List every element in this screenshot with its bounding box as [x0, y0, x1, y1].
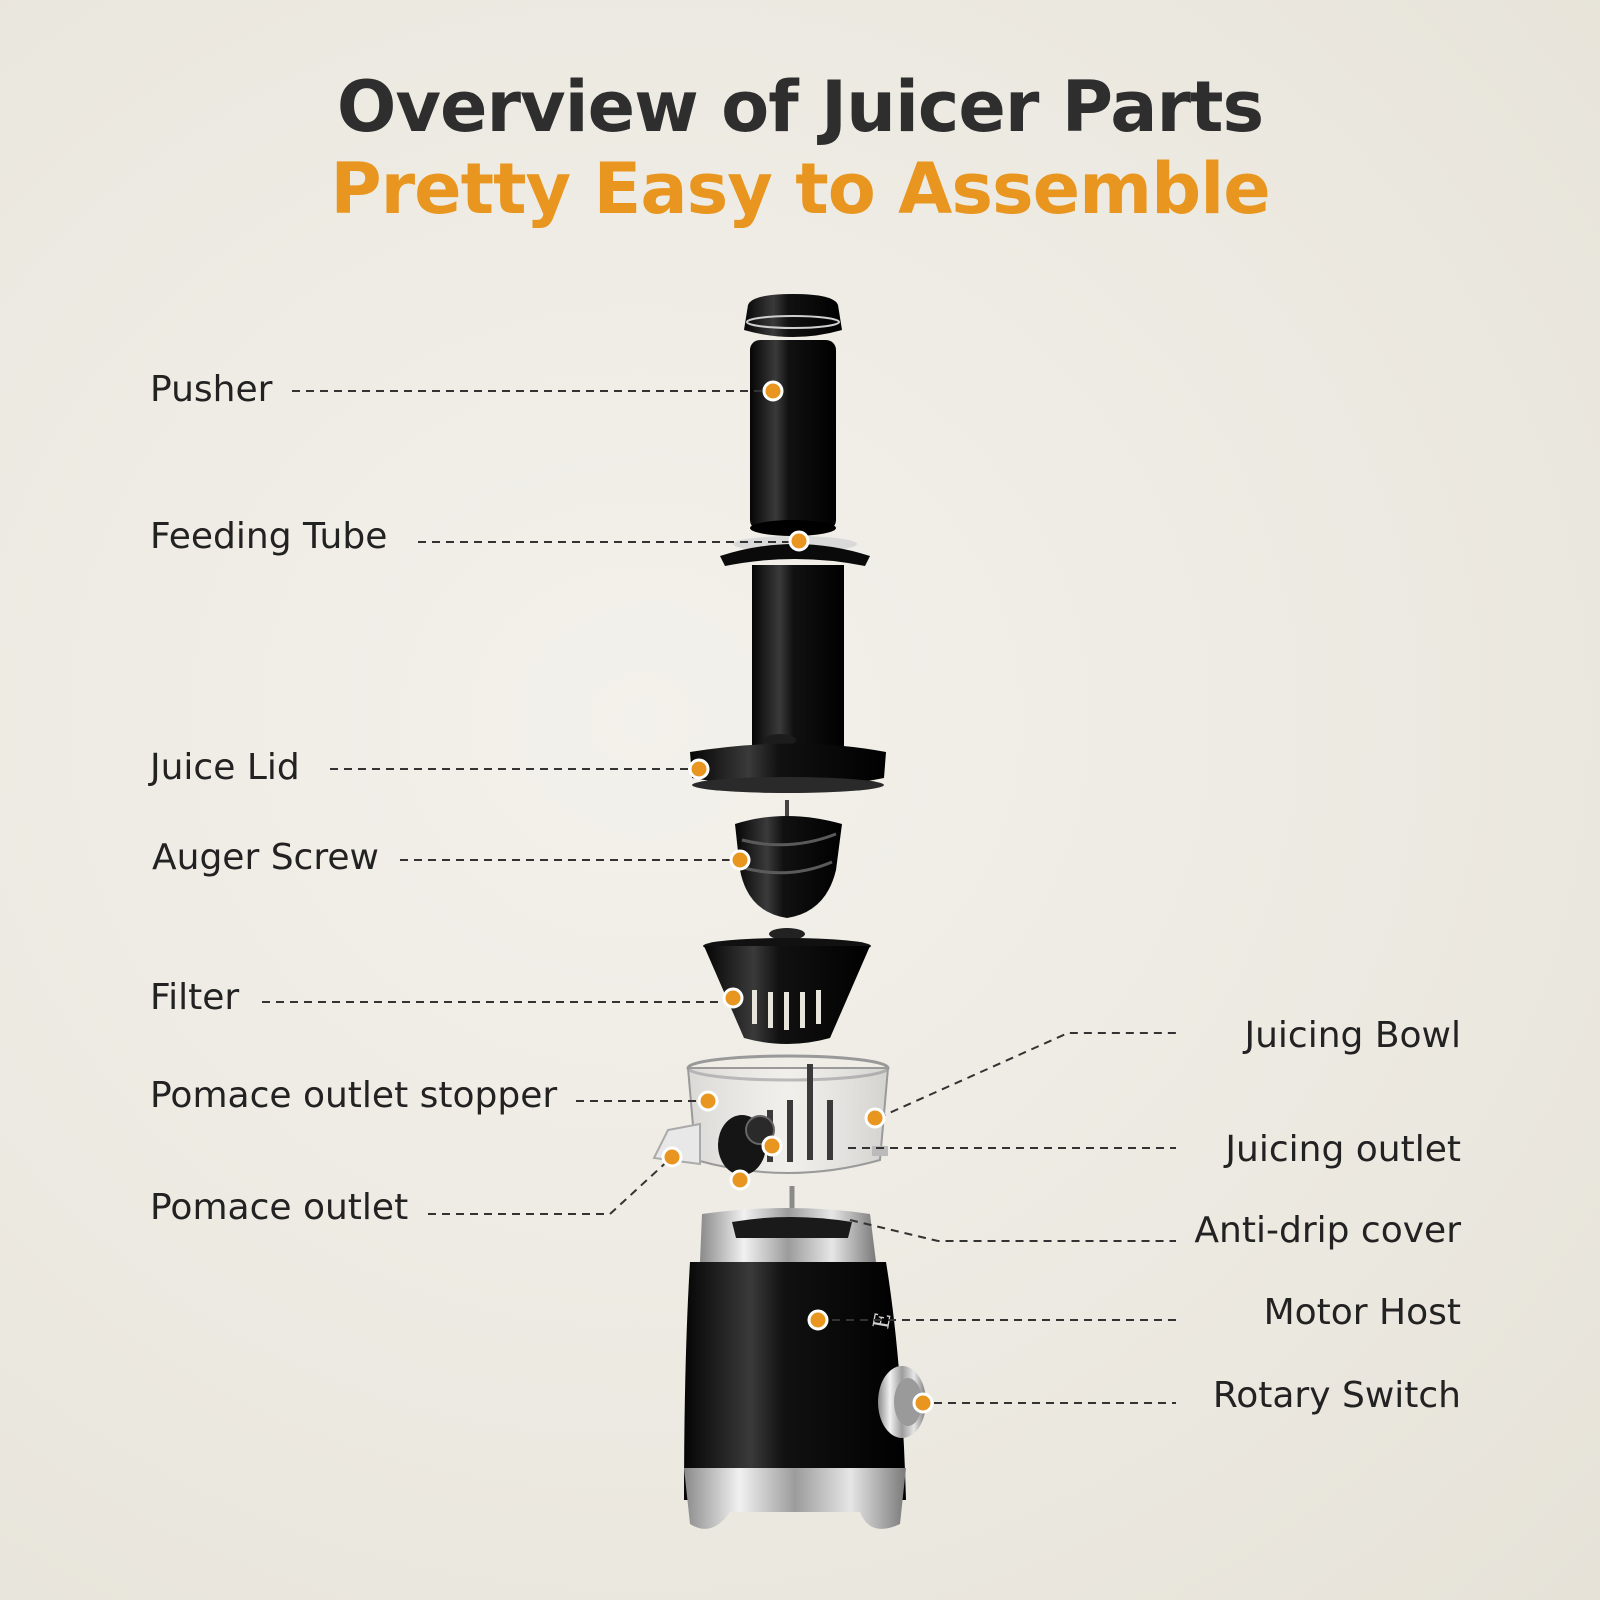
page-title: Overview of Juicer Parts [336, 66, 1264, 148]
brand-logo: E [869, 1311, 896, 1331]
rotary-switch-part [878, 1366, 926, 1438]
leader-lines [262, 390, 1176, 1404]
marker-auger-screw [729, 849, 751, 871]
motor-host-part: E [684, 1186, 906, 1529]
marker-motor-host [807, 1309, 829, 1331]
feeding-tube-part [720, 536, 870, 750]
label-rotary-switch: Rotary Switch [1212, 1375, 1461, 1416]
label-feeding-tube: Feeding Tube [150, 516, 388, 557]
label-pomace-outlet-stopper: Pomace outlet stopper [150, 1075, 558, 1116]
label-filter: Filter [150, 977, 240, 1018]
juicing-bowl-part [652, 1054, 890, 1175]
marker-pomace-cap [729, 1169, 751, 1191]
label-anti-drip-cover: Anti-drip cover [1194, 1210, 1461, 1251]
marker-juice-lid [688, 758, 710, 780]
label-juicing-bowl: Juicing Bowl [1244, 1015, 1461, 1056]
marker-feeding-tube [788, 530, 810, 552]
marker-pomace-outlet-stopper [697, 1090, 719, 1112]
label-motor-host: Motor Host [1263, 1292, 1461, 1333]
marker-rotary-switch [912, 1392, 934, 1414]
filter-part [703, 938, 871, 1044]
marker-filter [722, 987, 744, 1009]
page-subtitle: Pretty Easy to Assemble [330, 148, 1270, 230]
label-juicing-outlet: Juicing outlet [1225, 1129, 1461, 1170]
label-auger-screw: Auger Screw [152, 837, 379, 878]
pusher-part [744, 294, 842, 536]
auger-screw-part [735, 800, 842, 940]
marker-juicing-outlet-inner [761, 1135, 783, 1157]
label-pusher: Pusher [150, 369, 273, 410]
part-markers [661, 380, 934, 1414]
marker-juicing-bowl [864, 1107, 886, 1129]
label-juice-lid: Juice Lid [150, 747, 300, 788]
label-pomace-outlet: Pomace outlet [150, 1187, 409, 1228]
marker-pomace-outlet [661, 1146, 683, 1168]
marker-pusher [762, 380, 784, 402]
juice-lid-part [690, 743, 886, 793]
